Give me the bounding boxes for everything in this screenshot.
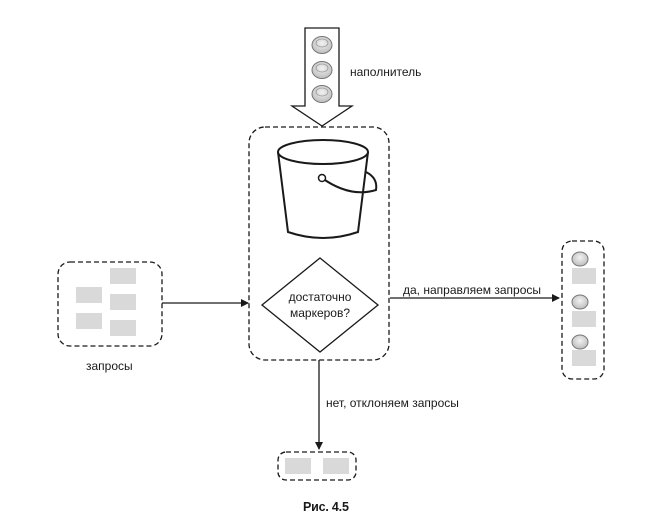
forwarded-request xyxy=(571,251,596,284)
bucket-icon xyxy=(277,139,378,239)
refiller-tokens xyxy=(311,36,333,103)
no-branch-label: нет, отклоняем запросы xyxy=(326,396,459,410)
decision-diamond xyxy=(260,257,380,353)
refiller-label: наполнитель xyxy=(350,65,422,79)
request-block xyxy=(110,268,136,284)
yes-branch-label: да, направляем запросы xyxy=(403,283,541,297)
forwarded-requests-group xyxy=(561,240,605,380)
figure-caption: Рис. 4.5 xyxy=(303,500,349,514)
forwarded-request xyxy=(571,294,596,327)
rejected-request-block xyxy=(285,458,311,474)
token-coin-icon xyxy=(311,61,333,79)
token-coin-icon xyxy=(311,85,333,103)
request-block xyxy=(110,320,136,336)
rejected-request-block xyxy=(323,458,349,474)
decision-label-line1: достаточно xyxy=(288,290,352,304)
token-coin-icon xyxy=(571,294,589,310)
token-coin-icon xyxy=(311,36,333,54)
token-coin-icon xyxy=(571,251,589,267)
request-block xyxy=(76,313,102,329)
requests-label: запросы xyxy=(86,359,133,373)
forwarded-request xyxy=(571,334,596,366)
token-coin-icon xyxy=(571,334,589,350)
request-block xyxy=(76,287,102,303)
request-block xyxy=(110,294,136,310)
decision-label-line2: маркеров? xyxy=(289,306,351,320)
requests-source-group xyxy=(57,261,163,347)
request-blocks xyxy=(76,268,136,336)
rejected-requests-group xyxy=(277,451,357,481)
forwarded-requests xyxy=(571,251,596,366)
